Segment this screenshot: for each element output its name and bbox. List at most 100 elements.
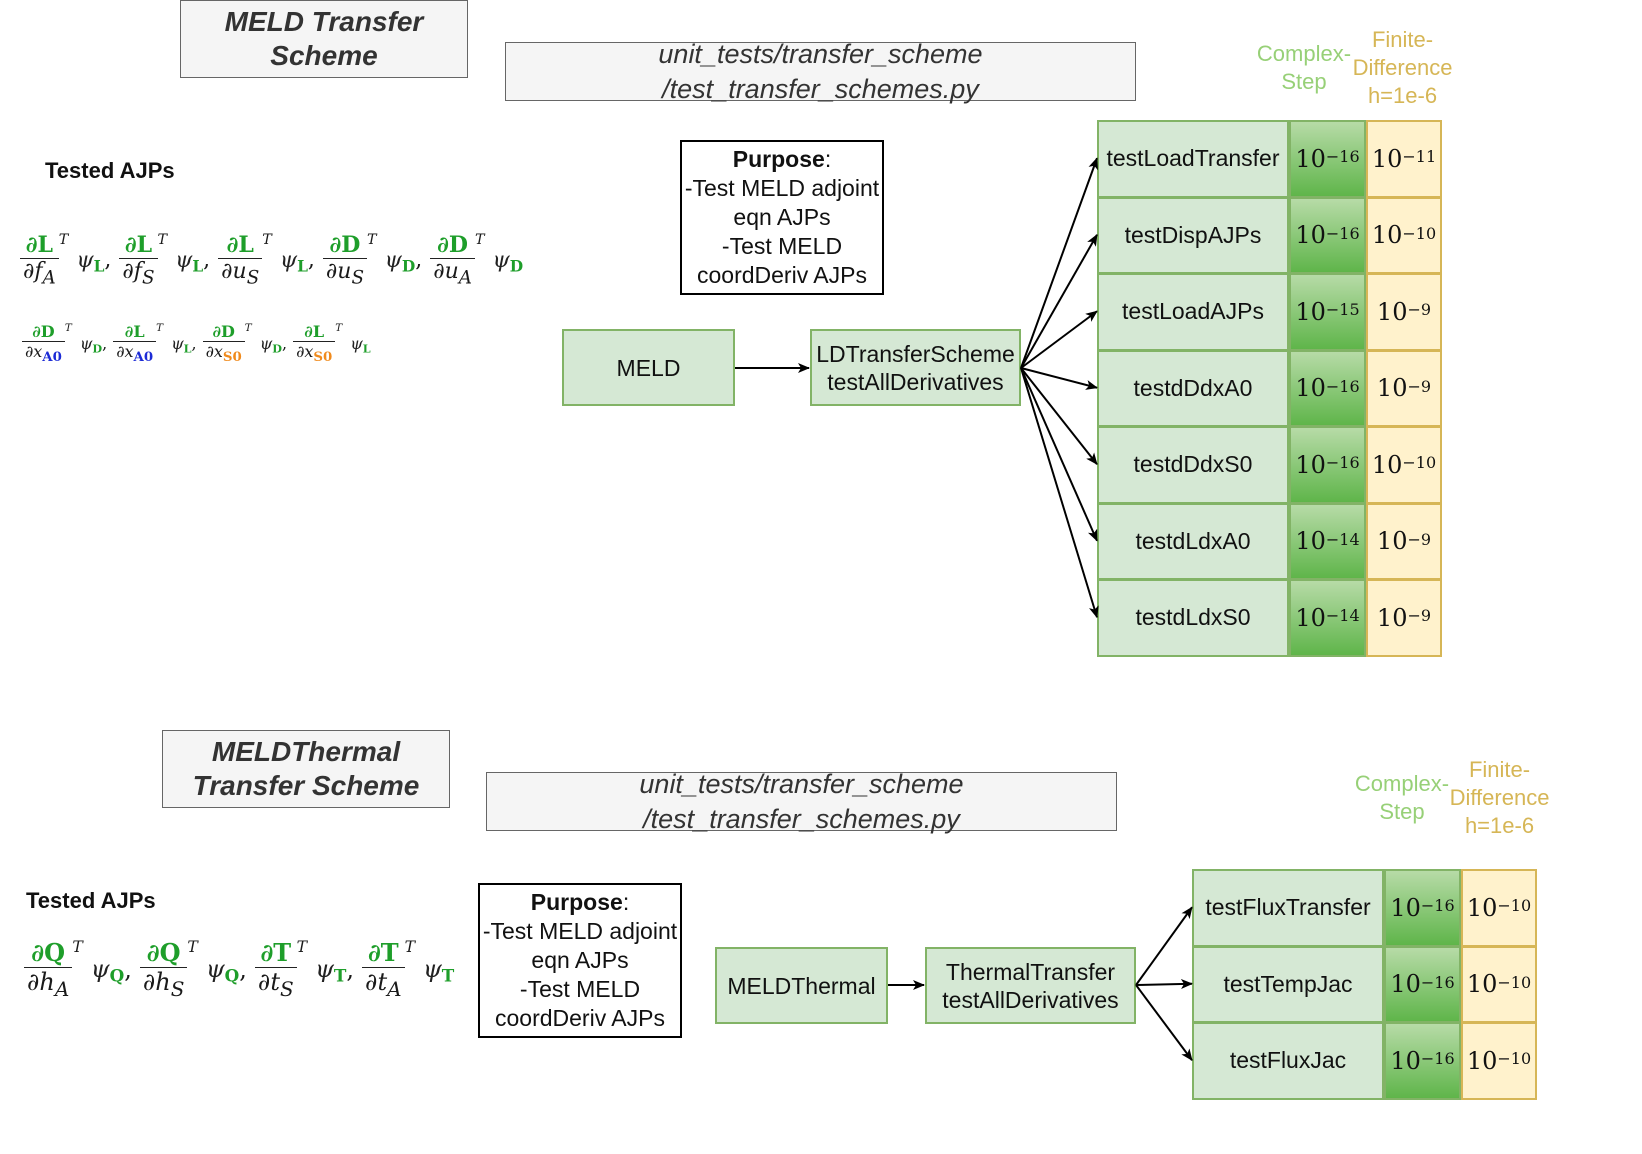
section2-title-text: MELDThermal Transfer Scheme	[192, 736, 420, 801]
ajp-denominator-var: ∂t	[365, 968, 388, 996]
ajp-numerator: ∂D	[430, 232, 475, 259]
ajp-comma: ,	[203, 247, 211, 273]
error-exponent: −16	[1325, 147, 1360, 167]
error-base: 10	[1295, 221, 1326, 250]
complex-step-error-cell: 10−16	[1384, 869, 1461, 947]
section1-file-path: unit_tests/transfer_scheme /test_transfe…	[505, 39, 1136, 104]
arrow-to-test-0	[1020, 157, 1098, 369]
error-base: 10	[1295, 297, 1326, 326]
ajp-psi-subscript: T	[333, 965, 347, 986]
ajp-transpose: T	[58, 232, 69, 248]
error-base: 10	[1376, 527, 1408, 556]
ajp-denominator-var: ∂f	[122, 259, 142, 284]
test-name-cell: testFluxJac	[1192, 1022, 1384, 1100]
section1-test-node: LDTransferScheme testAllDerivatives	[810, 329, 1021, 406]
section2-tested-ajps-label: Tested AJPs	[26, 888, 156, 913]
section1-path-line2: /test_transfer_schemes.py	[662, 73, 979, 104]
section1-purpose-box: Purpose: -Test MELD adjoint eqn AJPs -Te…	[680, 140, 884, 295]
ajp-psi-subscript: L	[192, 257, 204, 276]
ajp-fraction: ∂D∂uA	[430, 232, 475, 288]
arrow-to-test-5	[1020, 367, 1098, 542]
error-exponent: −11	[1402, 147, 1437, 167]
arrow-to-test-6	[1020, 367, 1099, 619]
ajp-psi-subscript: L	[362, 341, 371, 356]
ajp-comma: ,	[124, 955, 132, 984]
error-base: 10	[1466, 893, 1498, 922]
ajp-psi-subscript: Q	[109, 965, 125, 986]
test-name: testFluxTransfer	[1205, 894, 1371, 921]
section2-test-node: ThermalTransfer testAllDerivatives	[925, 947, 1136, 1024]
test-name: testdLdxA0	[1135, 527, 1251, 554]
ajp-psi: ψ	[90, 955, 110, 984]
section1-path-line1: unit_tests/transfer_scheme	[658, 38, 983, 69]
ajp-denominator-subscript: S0	[222, 349, 242, 366]
ajp-psi-subscript: Q	[224, 965, 240, 986]
ajp-denominator-subscript: A	[387, 976, 402, 1001]
ajp-psi: ψ	[315, 955, 334, 984]
ajp-transpose: T	[64, 322, 72, 334]
section1-header-finite-difference: Finite- Difference h=1e-6	[1352, 27, 1453, 108]
error-base: 10	[1371, 221, 1403, 250]
section1-purpose-line: -Test MELD	[721, 233, 843, 259]
ajp-comma: ,	[102, 334, 108, 354]
section1-purpose-line: coordDeriv AJPs	[696, 262, 867, 288]
section2-purpose-line: coordDeriv AJPs	[494, 1005, 665, 1031]
section1-tested-ajps-label: Tested AJPs	[45, 158, 175, 183]
section1-title: MELD Transfer Scheme	[180, 0, 468, 78]
ajp-transpose: T	[187, 938, 198, 956]
ajp-comma: ,	[346, 955, 355, 984]
section2-header-finite-difference: Finite- Difference h=1e-6	[1449, 757, 1550, 838]
complex-step-error-cell: 10−16	[1289, 120, 1366, 198]
error-base: 10	[1390, 970, 1421, 999]
ajp-denominator-var: ∂u	[325, 259, 352, 284]
ajp-fraction: ∂L∂xA0	[113, 322, 157, 365]
complex-step-error-cell: 10−16	[1384, 945, 1461, 1023]
finite-difference-error-cell: 10−9	[1366, 349, 1442, 427]
error-exponent: −9	[1407, 529, 1432, 549]
ajp-denominator-var: ∂u	[433, 259, 459, 284]
test-name: testdLdxS0	[1135, 604, 1251, 631]
ajp-denominator-subscript: S	[279, 976, 294, 1001]
error-exponent: −16	[1325, 223, 1360, 243]
ajp-denominator-var: ∂x	[25, 342, 43, 361]
test-name-cell: testdDdxA0	[1097, 349, 1289, 427]
ajp-denominator-var: ∂u	[221, 259, 247, 284]
section1-purpose-line: -Test MELD adjoint	[684, 175, 880, 201]
section2-file-path: unit_tests/transfer_scheme /test_transfe…	[486, 769, 1117, 834]
error-base: 10	[1376, 603, 1408, 632]
ajp-psi-subscript: D	[272, 341, 282, 356]
arrow-to-test-2	[1020, 310, 1098, 369]
finite-difference-error-cell: 10−10	[1366, 426, 1442, 504]
ajp-fraction: ∂D∂xA0	[22, 322, 65, 365]
ajp-transpose: T	[335, 322, 343, 334]
complex-step-error-cell: 10−15	[1289, 273, 1366, 351]
ajp-denominator: ∂uS	[323, 259, 367, 288]
error-base: 10	[1295, 144, 1326, 173]
test-name: testLoadAJPs	[1122, 298, 1264, 325]
ajp-denominator-subscript: S	[246, 267, 260, 289]
ajp-transpose: T	[72, 938, 83, 956]
ajp-denominator-subscript: S0	[313, 349, 333, 366]
ajp-fraction: ∂L∂xS0	[293, 322, 336, 366]
ajp-denominator-subscript: S	[141, 267, 155, 289]
section2-purpose-line: -Test MELD	[519, 976, 641, 1002]
section1-source-node-label: MELD	[616, 354, 681, 381]
complex-step-error-cell: 10−14	[1289, 502, 1366, 580]
ajp-denominator: ∂xA0	[113, 342, 156, 365]
ajp-denominator-var: ∂x	[296, 342, 314, 361]
error-exponent: −16	[1325, 376, 1360, 396]
ajp-psi: ψ	[350, 334, 363, 354]
ajp-denominator-var: ∂f	[23, 259, 43, 284]
error-exponent: −10	[1497, 896, 1532, 916]
ajp-psi: ψ	[422, 955, 442, 984]
